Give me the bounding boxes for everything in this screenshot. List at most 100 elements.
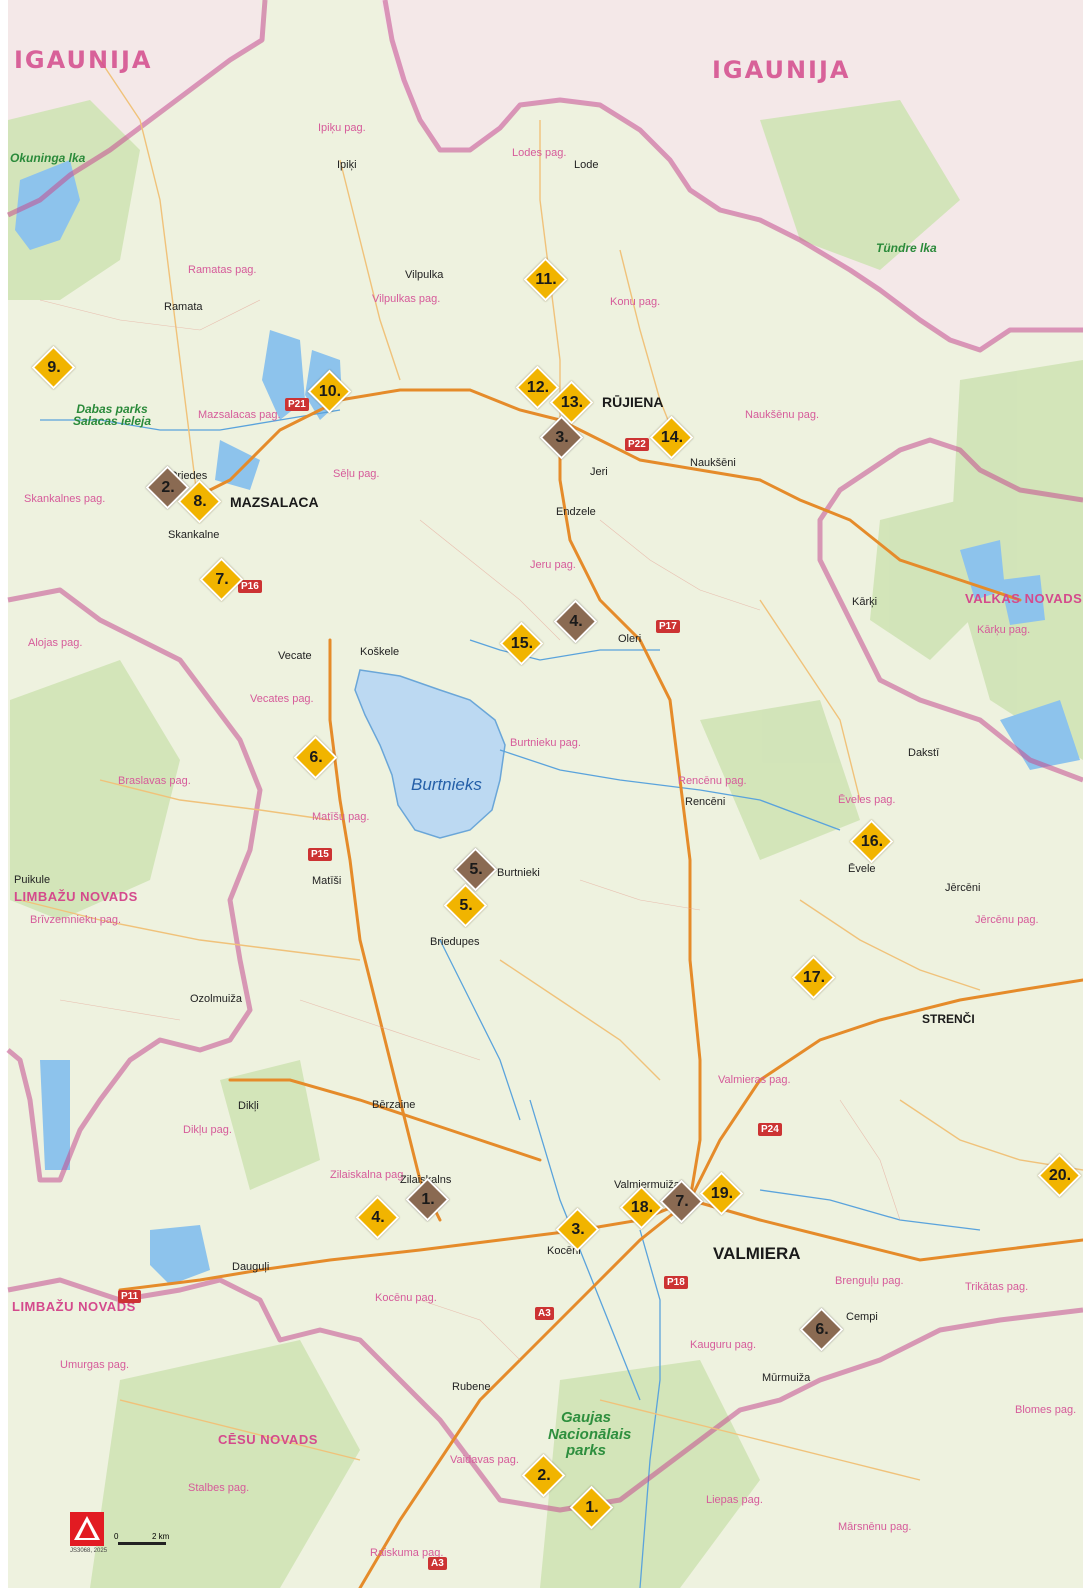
map-code: JS3068, 2025 <box>70 1548 108 1554</box>
county-label-limbazu-south: LIMBAŽU NOVADS <box>12 1299 136 1314</box>
road-label: P18 <box>664 1276 688 1289</box>
parish-label: Umurgas pag. <box>60 1359 130 1371</box>
lake-label-burtnieks: Burtnieks <box>411 775 482 794</box>
poi-marker-yellow[interactable]: 4. <box>355 1195 400 1240</box>
parish-label: Jērcēnu pag. <box>975 914 1039 926</box>
poi-marker-brown[interactable]: 2. <box>145 465 190 510</box>
poi-marker-yellow[interactable]: 10. <box>307 369 352 414</box>
village-label: Jeri <box>590 466 608 478</box>
parish-label: Lodes pag. <box>512 147 567 159</box>
county-label-cesu: CĒSU NOVADS <box>218 1432 318 1447</box>
poi-marker-yellow[interactable]: 3. <box>555 1207 600 1252</box>
parish-label: Konu pag. <box>610 296 661 308</box>
village-label: Valmiermuiža <box>614 1179 680 1191</box>
road-label: P11 <box>118 1290 142 1303</box>
poi-marker-yellow[interactable]: 16. <box>849 819 894 864</box>
poi-marker-yellow[interactable]: 6. <box>293 735 338 780</box>
poi-marker-brown[interactable]: 5. <box>453 847 498 892</box>
village-label: Skankalne <box>168 529 220 541</box>
village-label: Dakstī <box>908 747 940 759</box>
park-label-gaujas: Gaujas Nacionālais parks <box>548 1409 632 1459</box>
parish-label: Vecates pag. <box>250 693 314 705</box>
poi-marker-yellow[interactable]: 11. <box>523 257 568 302</box>
village-label: Endzele <box>556 506 596 518</box>
village-label: Puikule <box>14 874 51 886</box>
nature-label-salacas-ieleja: Dabas parks Salacas ieleja <box>72 402 152 428</box>
country-label-igaunija-east: IGAUNIJA <box>712 56 851 84</box>
parish-label: Brenguļu pag. <box>835 1275 904 1287</box>
poi-marker-yellow[interactable]: 20. <box>1037 1153 1082 1198</box>
parish-label: Vilpulkas pag. <box>372 293 441 305</box>
village-label: Vilpulka <box>405 269 444 281</box>
road-label: A3 <box>428 1557 447 1570</box>
village-label: Ipiķi <box>337 159 357 171</box>
village-label: Ozolmuiža <box>190 993 242 1005</box>
poi-marker-yellow[interactable]: 7. <box>199 557 244 602</box>
local-roads <box>39 299 901 1361</box>
poi-marker-yellow[interactable]: 5. <box>443 883 488 928</box>
parish-label: Raiskuma pag. <box>370 1547 444 1559</box>
main-roads <box>118 388 1083 1588</box>
village-label: Rencēni <box>685 796 726 808</box>
parish-label: Valmieras pag. <box>718 1074 791 1086</box>
forests <box>8 100 1083 1588</box>
poi-marker-brown[interactable]: 3. <box>539 415 584 460</box>
rivers <box>40 409 981 1588</box>
road-label: P21 <box>285 398 309 411</box>
county-label-valkas: VALKAS NOVADS <box>965 591 1083 606</box>
parish-label: Mārsnēnu pag. <box>838 1521 912 1533</box>
town-label-valmiera: VALMIERA <box>713 1244 801 1263</box>
village-label: Koškele <box>360 646 400 658</box>
town-label-nauksenі: Naukšēni <box>690 457 736 469</box>
town-label-mazsalaca: MAZSALACA <box>230 494 319 510</box>
village-label: Rubene <box>452 1381 491 1393</box>
poi-marker-yellow[interactable]: 2. <box>521 1453 566 1498</box>
poi-marker-brown[interactable]: 1. <box>405 1177 450 1222</box>
poi-marker-yellow[interactable]: 12. <box>515 365 560 410</box>
road-label: P15 <box>308 848 332 861</box>
parish-label: Dikļu pag. <box>183 1124 232 1136</box>
poi-marker-yellow[interactable]: 14. <box>649 415 694 460</box>
parish-label: Braslavas pag. <box>118 775 191 787</box>
parish-label: Kārķu pag. <box>977 624 1031 636</box>
parish-label: Brīvzemnieku pag. <box>30 914 122 926</box>
parish-label: Ipiķu pag. <box>318 122 366 134</box>
poi-marker-yellow[interactable]: 1. <box>569 1485 614 1530</box>
poi-marker-yellow[interactable]: 8. <box>177 479 222 524</box>
village-label: Kārķi <box>852 596 878 608</box>
parish-label: Rencēnu pag. <box>678 775 747 787</box>
parish-label: Zilaiskalna pag. <box>330 1169 407 1181</box>
parish-label: Kocēnu pag. <box>375 1292 437 1304</box>
parish-label: Stalbes pag. <box>188 1482 250 1494</box>
poi-marker-yellow[interactable]: 9. <box>31 345 76 390</box>
road-label: P24 <box>758 1123 782 1136</box>
poi-marker-yellow[interactable]: 13. <box>549 380 594 425</box>
poi-marker-yellow[interactable]: 15. <box>499 621 544 666</box>
nature-label-okuninga: Okuninga lka <box>10 151 86 165</box>
village-label: Briedupes <box>430 936 480 948</box>
county-label-limbazu-west: LIMBAŽU NOVADS <box>14 889 138 904</box>
parish-label: Matīšu pag. <box>312 811 370 823</box>
parish-label: Trikātas pag. <box>965 1281 1029 1293</box>
parish-label: Skankalnes pag. <box>24 493 106 505</box>
parish-label: Kauguru pag. <box>690 1339 757 1351</box>
village-label: Vecate <box>278 650 312 662</box>
publisher-logo <box>70 1512 104 1546</box>
town-label-strenci: STRENČI <box>922 1012 975 1026</box>
parish-label: Ramatas pag. <box>188 264 257 276</box>
village-label: Dikļi <box>238 1100 259 1112</box>
road-label: P17 <box>656 620 680 633</box>
poi-marker-brown[interactable]: 6. <box>799 1307 844 1352</box>
poi-marker-brown[interactable]: 4. <box>553 599 598 644</box>
parish-label: Sēļu pag. <box>333 468 380 480</box>
poi-marker-brown[interactable]: 7. <box>659 1179 704 1224</box>
poi-marker-yellow[interactable]: 17. <box>791 955 836 1000</box>
village-label: Kocēni <box>547 1245 581 1257</box>
poi-marker-yellow[interactable]: 19. <box>699 1171 744 1216</box>
village-label: Dauguļi <box>232 1261 270 1273</box>
parish-label: Jeru pag. <box>530 559 576 571</box>
borders <box>6 0 1083 1513</box>
poi-marker-yellow[interactable]: 18. <box>619 1185 664 1230</box>
